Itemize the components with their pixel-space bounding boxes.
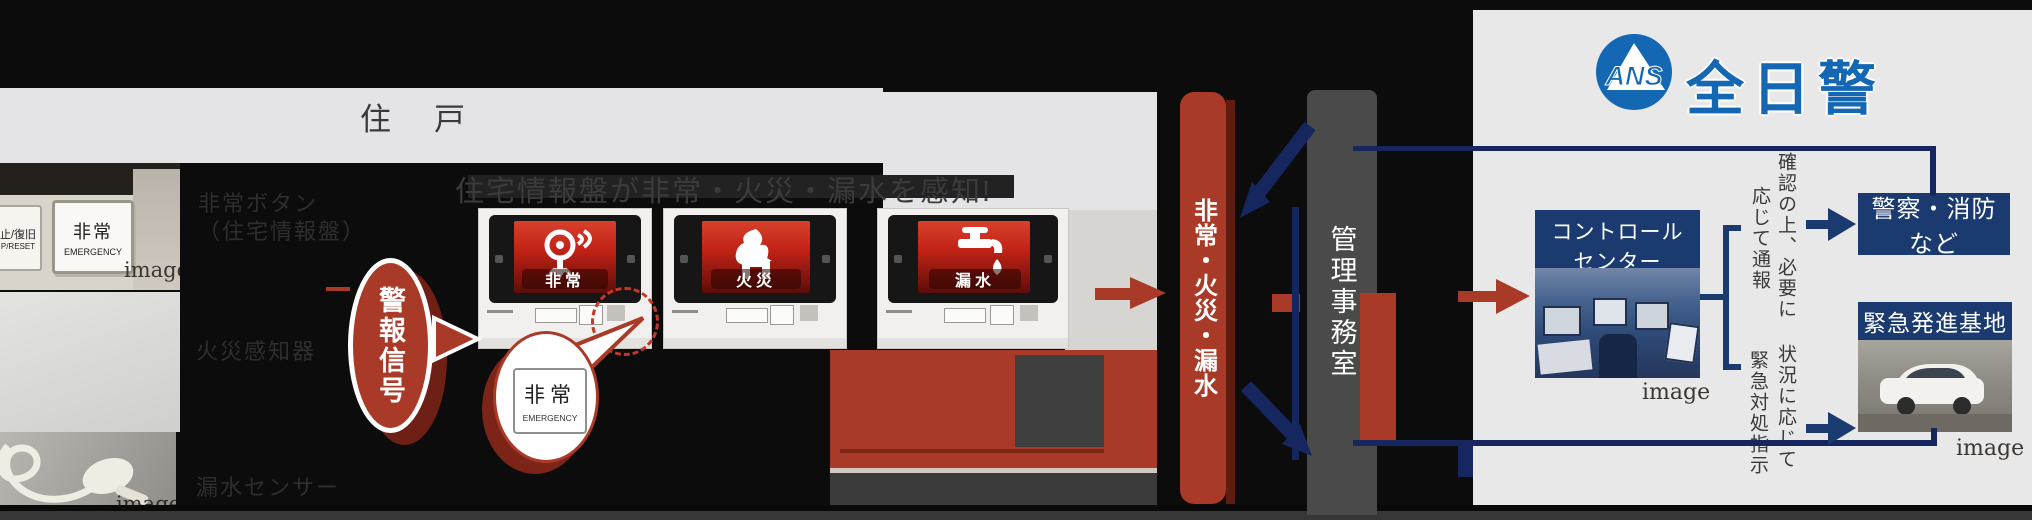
emergency-panel-photo: 止/復旧 P/RESET 非常 EMERGENCY image xyxy=(0,163,180,290)
screen-label-emergency: 非常 xyxy=(522,269,608,290)
device-label-emergency-line1: 非常ボタン xyxy=(198,191,319,216)
flow-arrow-blue-down-right xyxy=(1240,381,1312,456)
device-label-leak-sensor: 漏水センサー xyxy=(196,475,341,500)
intercom-monitor-fire: 火災 xyxy=(663,208,847,349)
alarm-heading-strip xyxy=(468,175,1014,198)
smoke-detector-photo xyxy=(0,292,180,432)
cc-monitor-shape xyxy=(1593,298,1627,326)
leak-sensor-cord xyxy=(0,443,149,505)
emergency-button-label: 非常 xyxy=(73,221,113,242)
reset-button-label: 止/復旧 xyxy=(0,228,37,241)
image-caption-dispatch-base: image xyxy=(1956,436,2025,461)
route-report-text-col1: 確認の上、必要に xyxy=(1775,152,1796,320)
unit-gray-column xyxy=(1065,210,1157,352)
callout-sub-label: EMERGENCY xyxy=(522,413,578,423)
flow-arrow-blue-down-left xyxy=(1240,121,1316,218)
flow-red-connector xyxy=(1272,294,1300,312)
patrol-car-shape xyxy=(1858,364,2012,432)
route-bracket-vertical xyxy=(1723,225,1729,370)
cc-desk-shape xyxy=(1537,339,1593,375)
alarm-signal-label: 警報信号 xyxy=(375,285,405,406)
bottom-black-strip xyxy=(0,505,2032,511)
dispatch-base-title: 緊急発進基地 xyxy=(1863,310,2007,336)
route-dispatch-text-col2: 緊急対処指示 xyxy=(1747,350,1768,476)
cc-operator-silhouette xyxy=(1599,334,1637,378)
route-bracket-top xyxy=(1723,225,1741,231)
connector-line-fire xyxy=(326,287,350,291)
cc-monitor-shape xyxy=(1664,322,1700,364)
ans-logo-icon: ANS xyxy=(1596,34,1672,110)
device-label-fire-detector: 火災感知器 xyxy=(196,339,317,364)
unit-header-band xyxy=(0,88,883,163)
red-flow-inner-box xyxy=(1015,355,1104,447)
police-fire-line2: など xyxy=(1909,231,1959,258)
leak-sensor-photo: image xyxy=(0,432,176,515)
reset-button-sublabel: P/RESET xyxy=(0,241,36,251)
emergency-button-sublabel: EMERGENCY xyxy=(63,246,122,257)
monitor-side-slot xyxy=(800,305,818,321)
alarm-signal-badge: 警報信号 xyxy=(348,258,433,433)
office-bar-label: 管理事務室 xyxy=(1326,225,1357,380)
highlight-dashed-circle xyxy=(591,287,659,356)
lower-light-strip xyxy=(830,468,1157,473)
intercom-monitor-leak: 漏水 xyxy=(877,208,1069,349)
blue-line-between-bars xyxy=(1292,207,1299,460)
alert-bar: 非常・火災・漏水 xyxy=(1180,92,1226,504)
screen-label-leak: 漏水 xyxy=(929,269,1021,290)
screen-label-fire: 火災 xyxy=(711,269,801,290)
monitor-side-slot xyxy=(1020,305,1038,321)
alert-bar-label: 非常・火災・漏水 xyxy=(1189,198,1217,398)
police-fire-line1: 警察・消防 xyxy=(1871,196,1997,223)
image-caption-panel: image xyxy=(124,258,180,282)
office-red-connector xyxy=(1360,293,1396,443)
route-report-text-col2: 応じて通報 xyxy=(1749,186,1770,291)
image-caption-control-center: image xyxy=(1642,380,1711,405)
alert-bar-shadow xyxy=(1226,100,1235,504)
control-center-line1: コントロール xyxy=(1551,221,1684,244)
svg-text:ANS: ANS xyxy=(1604,61,1662,91)
alarm-heading: 住宅情報盤が非常・火災・漏水を感知! xyxy=(455,176,993,208)
callout-main-label: 非常 xyxy=(524,384,576,407)
dispatch-base-box: 緊急発進基地 xyxy=(1858,302,2012,340)
reset-button: 止/復旧 P/RESET xyxy=(0,205,42,271)
route-dispatch-text-col1: 状況に応じて xyxy=(1775,344,1796,470)
police-fire-box: 警察・消防 など xyxy=(1858,193,2010,258)
cc-monitor-shape xyxy=(1543,306,1581,336)
alarm-signal-arrow-icon xyxy=(432,314,483,364)
cc-monitor-shape xyxy=(1635,302,1669,330)
callout-bubble: 非常 EMERGENCY xyxy=(493,331,599,463)
control-center-label: コントロール センター xyxy=(1535,210,1700,274)
ans-brand: 全日警 xyxy=(1686,57,1885,122)
device-label-emergency-line2: （住宅情報盤） xyxy=(198,218,367,244)
control-center-photo xyxy=(1535,268,1700,378)
dispatch-base-photo xyxy=(1858,340,2012,432)
panel-right-column xyxy=(133,169,180,290)
emergency-button: 非常 EMERGENCY xyxy=(52,200,134,274)
device-label-emergency-button: 非常ボタン （住宅情報盤） xyxy=(198,190,366,245)
route-bracket-mid xyxy=(1700,294,1727,300)
route-bracket-bottom xyxy=(1723,364,1741,370)
red-flow-divider xyxy=(840,449,1104,453)
unit-title: 住 戸 xyxy=(360,102,471,137)
bottom-gray-strip xyxy=(0,511,2032,520)
emergency-button-callout: 非常 EMERGENCY xyxy=(513,368,587,434)
